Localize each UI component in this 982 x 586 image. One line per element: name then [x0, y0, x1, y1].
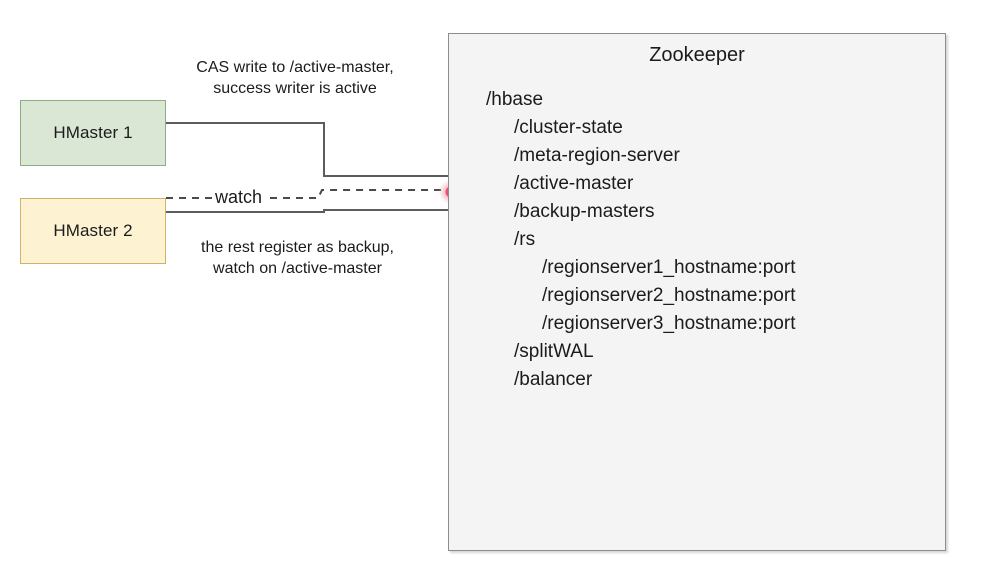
znode-line: /splitWAL — [514, 341, 594, 362]
zookeeper-node: Zookeeper /hbase/cluster-state/meta-regi… — [448, 33, 946, 551]
wire-hmaster1-to-active-master — [166, 122, 475, 181]
znode-line: /cluster-state — [514, 117, 623, 138]
wire-watch-dashed — [166, 189, 452, 199]
znode-line: /backup-masters — [514, 201, 655, 222]
znode-line: /balancer — [514, 369, 593, 390]
znode-line: /rs — [514, 229, 536, 250]
hmaster1-label: HMaster 1 — [53, 123, 133, 142]
znode-line: /regionserver3_hostname:port — [542, 313, 796, 334]
hmaster2-label: HMaster 2 — [53, 221, 133, 240]
hmaster1-node[interactable]: HMaster 1 — [20, 100, 166, 166]
caption-backup-register: the rest register as backup, watch on /a… — [201, 239, 394, 277]
znode-line: /regionserver2_hostname:port — [542, 285, 796, 306]
hmaster2-node[interactable]: HMaster 2 — [20, 198, 166, 264]
znode-line: /hbase — [486, 89, 544, 110]
znode-line: /meta-region-server — [514, 145, 680, 166]
caption-cas-write: CAS write to /active-master, success wri… — [196, 59, 394, 97]
wire-hmaster2-to-backup-masters — [166, 205, 475, 215]
znode-line: /active-master — [514, 173, 634, 194]
znode-line: /regionserver1_hostname:port — [542, 257, 796, 278]
watch-edge-label: watch — [212, 186, 266, 208]
znode-tree: /hbase/cluster-state/meta-region-server /… — [486, 86, 795, 394]
zookeeper-title: Zookeeper — [649, 44, 745, 66]
